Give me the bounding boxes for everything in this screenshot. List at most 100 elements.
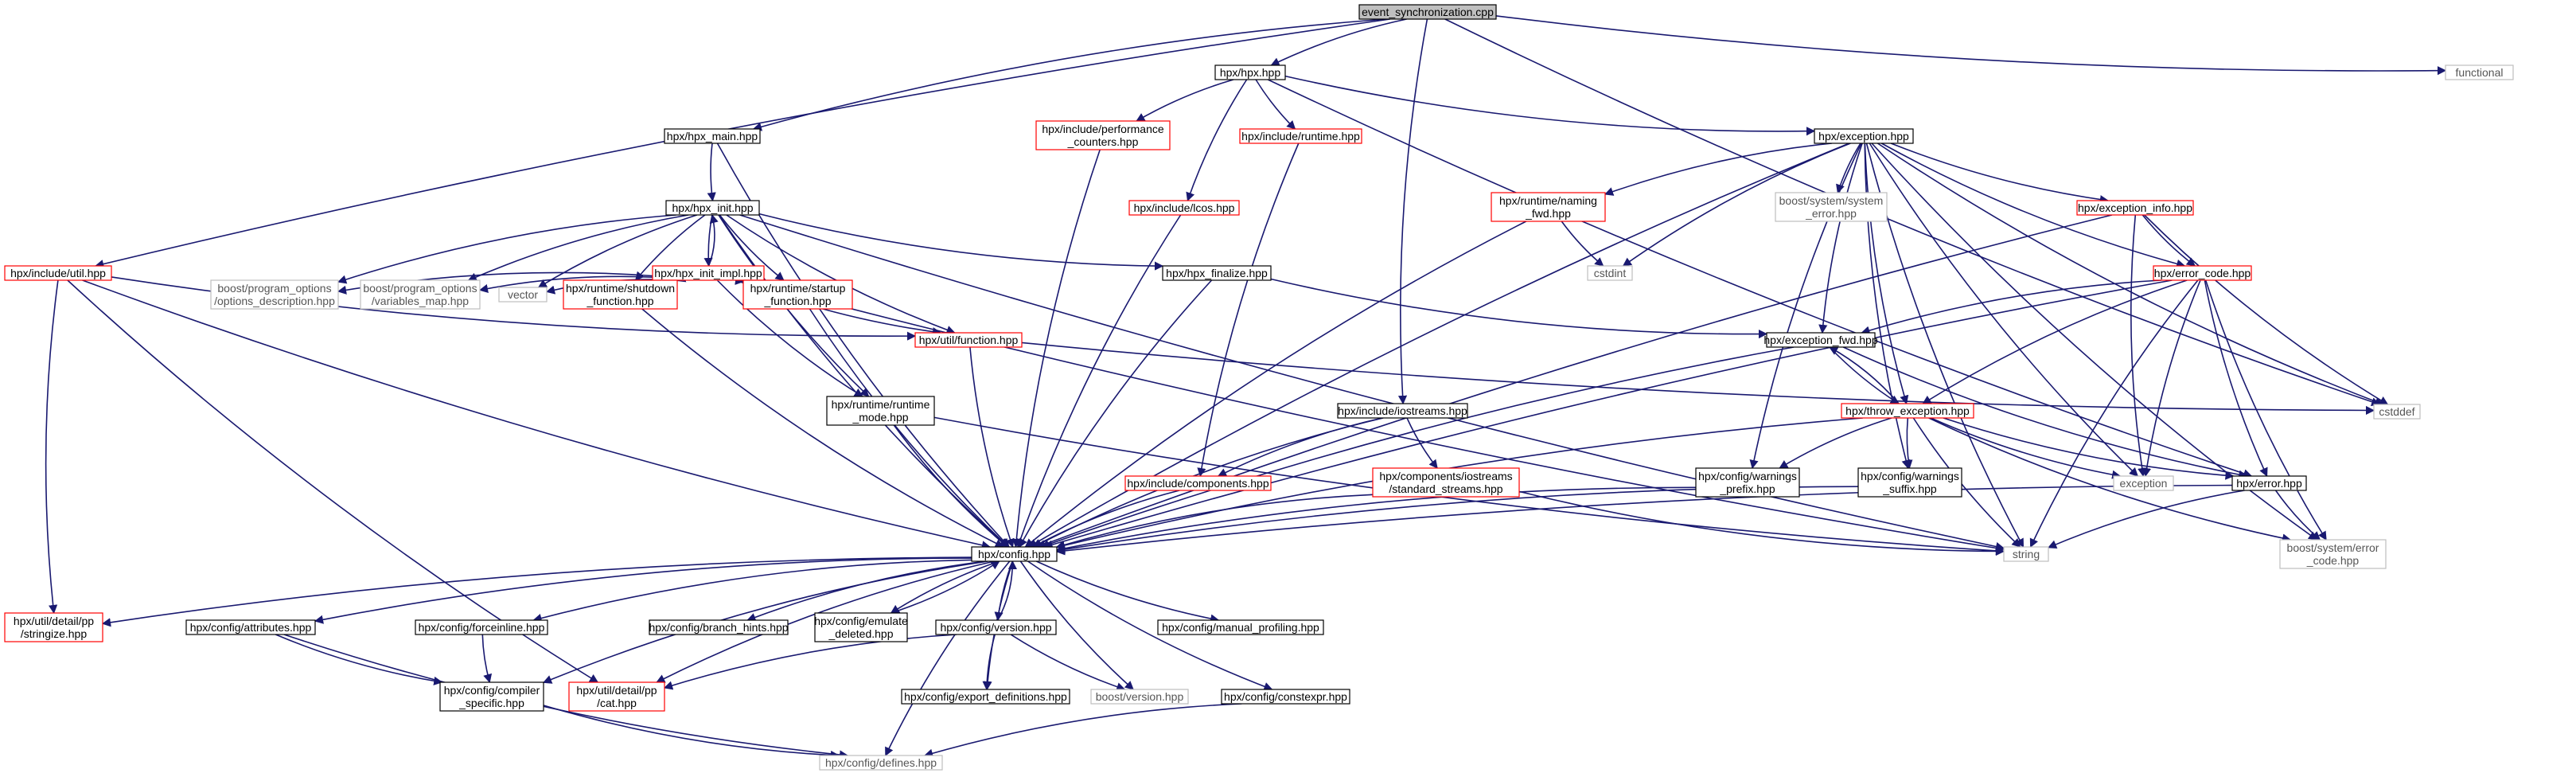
node-emulate-deleted[interactable]: hpx/config/emulate_deleted.hpp xyxy=(814,612,908,642)
node-label: hpx/runtime/naming xyxy=(1499,194,1597,207)
edge-lcos-to-config_hpp xyxy=(1015,214,1182,549)
node-exception-fwd[interactable]: hpx/exception_fwd.hpp xyxy=(1763,332,1878,348)
node-export-defs[interactable]: hpx/config/export_definitions.hpp xyxy=(901,689,1070,705)
node-hpx-finalize[interactable]: hpx/hpx_finalize.hpp xyxy=(1162,265,1272,281)
node-config-hpp[interactable]: hpx/config.hpp xyxy=(971,546,1058,562)
node-runtime-inc[interactable]: hpx/include/runtime.hpp xyxy=(1239,128,1362,144)
node-box xyxy=(1841,403,1974,419)
node-cstdint[interactable]: cstdint xyxy=(1587,265,1633,281)
edge-hpx_init-to-startup_fn xyxy=(719,214,785,281)
node-constexpr[interactable]: hpx/config/constexpr.hpp xyxy=(1221,689,1350,705)
edge-exception_hpp-to-system_error xyxy=(1836,143,1861,194)
node-label: _counters.hpp xyxy=(1067,135,1139,148)
node-string-std[interactable]: string xyxy=(2003,546,2049,562)
node-runtime-mode[interactable]: hpx/runtime/runtime_mode.hpp xyxy=(826,396,935,426)
node-options-desc[interactable]: boost/program_options/options_descriptio… xyxy=(210,279,339,310)
node-label: hpx/config.hpp xyxy=(978,548,1050,560)
node-shutdown-fn[interactable]: hpx/runtime/shutdown_function.hpp xyxy=(563,279,678,310)
node-throw-exception[interactable]: hpx/throw_exception.hpp xyxy=(1841,403,1974,419)
node-label: _deleted.hpp xyxy=(828,627,894,640)
node-hpx-init-impl[interactable]: hpx/hpx_init_impl.hpp xyxy=(652,265,765,281)
node-boost-error-code[interactable]: boost/system/error_code.hpp xyxy=(2279,539,2387,569)
edge-config_version-to-export_defs xyxy=(982,634,996,691)
edge-config_hpp-to-forceinline xyxy=(532,559,972,623)
node-label: hpx/config/defines.hpp xyxy=(825,756,937,769)
edge-exception_fwd-to-config_hpp xyxy=(1040,346,1795,549)
node-warn-prefix[interactable]: hpx/config/warnings_prefix.hpp xyxy=(1695,467,1800,498)
node-util-inc[interactable]: hpx/include/util.hpp xyxy=(4,265,112,281)
edge-runtime_mode-to-config_hpp xyxy=(893,424,1008,548)
edges-layer xyxy=(45,15,2447,760)
edge-hpx_init-to-variables_map xyxy=(467,214,689,282)
node-iostreams-inc[interactable]: hpx/include/iostreams.hpp xyxy=(1337,403,1468,419)
node-manual-profiling[interactable]: hpx/config/manual_profiling.hpp xyxy=(1157,619,1324,635)
node-branch-hints[interactable]: hpx/config/branch_hints.hpp xyxy=(649,619,789,635)
node-perf-counters[interactable]: hpx/include/performance_counters.hpp xyxy=(1035,120,1171,150)
node-components-inc[interactable]: hpx/include/components.hpp xyxy=(1124,475,1272,491)
node-error-code-hpp[interactable]: hpx/error_code.hpp xyxy=(2153,265,2252,281)
node-functional[interactable]: functional xyxy=(2445,64,2514,80)
node-boost-version[interactable]: boost/version.hpp xyxy=(1090,689,1189,705)
node-label: boost/program_options xyxy=(217,282,331,295)
edge-hpx_init_impl-to-variables_map xyxy=(478,275,653,293)
node-variables-map[interactable]: boost/program_options/variables_map.hpp xyxy=(360,279,481,310)
edge-error_code_hpp-to-boost_error_code xyxy=(2204,279,2327,541)
node-exception-info[interactable]: hpx/exception_info.hpp xyxy=(2076,200,2194,216)
node-std-streams[interactable]: hpx/components/iostreams/standard_stream… xyxy=(1372,467,1520,498)
node-hpx-main[interactable]: hpx/hpx_main.hpp xyxy=(664,128,761,144)
edge-attributes-to-defines xyxy=(283,634,849,759)
edge-runtime_inc-to-components_inc xyxy=(1197,143,1300,478)
node-forceinline[interactable]: hpx/config/forceinline.hpp xyxy=(415,619,548,635)
edge-naming_fwd-to-cstdint xyxy=(1561,221,1604,267)
nodes-layer: event_synchronization.cpp functional hpx/h… xyxy=(4,4,2514,771)
node-defines[interactable]: hpx/config/defines.hpp xyxy=(819,755,943,771)
node-exception-hpp[interactable]: hpx/exception.hpp xyxy=(1814,128,1914,144)
node-label: _mode.hpp xyxy=(852,411,908,424)
node-box xyxy=(1587,265,1633,281)
node-stringize[interactable]: hpx/util/detail/pp/stringize.hpp xyxy=(4,612,103,642)
node-startup-fn[interactable]: hpx/runtime/startup_function.hpp xyxy=(742,279,853,310)
edge-hpx_init-to-options_desc xyxy=(337,214,677,284)
node-box xyxy=(360,279,481,310)
node-hpx-init[interactable]: hpx/hpx_init.hpp xyxy=(665,200,760,216)
node-box xyxy=(1372,467,1520,498)
node-naming-fwd[interactable]: hpx/runtime/naming_fwd.hpp xyxy=(1491,192,1606,222)
edge-hpx_init_impl-to-string_std xyxy=(741,279,2005,552)
node-box xyxy=(2279,539,2387,569)
edge-hpx_hpp-to-error_hpp xyxy=(1267,79,2253,478)
node-compiler-specific[interactable]: hpx/config/compiler_specific.hpp xyxy=(439,681,544,712)
node-box xyxy=(185,619,316,635)
edge-hpx_finalize-to-config_hpp xyxy=(1019,279,1213,548)
node-hpx-hpp[interactable]: hpx/hpx.hpp xyxy=(1214,64,1286,80)
node-system-error[interactable]: boost/system/system_error.hpp xyxy=(1775,192,1888,222)
node-util-function[interactable]: hpx/util/function.hpp xyxy=(914,332,1023,348)
edge-event_sync-to-cstddef xyxy=(1444,18,2381,407)
node-label: hpx/config/warnings xyxy=(1861,470,1959,482)
node-attributes[interactable]: hpx/config/attributes.hpp xyxy=(185,619,316,635)
edge-event_sync-to-hpx_hpp xyxy=(1270,18,1407,66)
node-cstddef[interactable]: cstddef xyxy=(2373,404,2421,420)
edge-config_version-to-pp_cat xyxy=(663,634,957,690)
edge-exception_fwd-to-throw_exception xyxy=(1829,346,1900,404)
node-box xyxy=(971,546,1058,562)
node-label: /stringize.hpp xyxy=(21,627,87,640)
node-box xyxy=(649,619,789,635)
node-label: hpx/config/export_definitions.hpp xyxy=(904,690,1067,703)
edge-error_hpp-to-config_hpp xyxy=(1055,484,2233,556)
node-warn-suffix[interactable]: hpx/config/warnings_suffix.hpp xyxy=(1857,467,1962,498)
node-label: _specific.hpp xyxy=(458,697,524,709)
node-label: vector xyxy=(508,288,538,301)
edge-hpx_init-to-string_std xyxy=(739,214,2005,551)
node-config-version[interactable]: hpx/config/version.hpp xyxy=(935,619,1057,635)
node-lcos[interactable]: hpx/include/lcos.hpp xyxy=(1128,200,1240,216)
node-box xyxy=(901,689,1070,705)
node-label: /variables_map.hpp xyxy=(372,295,469,307)
edge-startup_fn-to-config_hpp xyxy=(809,308,1009,548)
node-box xyxy=(814,612,908,642)
node-label: hpx/include/runtime.hpp xyxy=(1241,130,1360,143)
node-pp-cat[interactable]: hpx/util/detail/pp/cat.hpp xyxy=(568,681,665,712)
node-error-hpp[interactable]: hpx/error.hpp xyxy=(2231,475,2307,491)
node-event-sync[interactable]: event_synchronization.cpp xyxy=(1358,4,1497,20)
node-exception-std[interactable]: exception xyxy=(2113,475,2174,491)
node-vector[interactable]: vector xyxy=(498,287,548,303)
